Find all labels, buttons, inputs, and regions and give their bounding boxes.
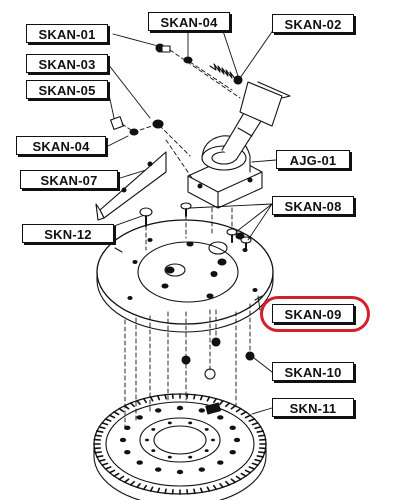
assembly-guide-lines [121, 49, 251, 431]
label-skan-10: SKAN-10 [272, 362, 354, 381]
label-skan-04-left: SKAN-04 [16, 136, 106, 155]
joint-housing-part [187, 81, 291, 209]
nut-skan-05-part [110, 116, 124, 130]
label-skan-05: SKAN-05 [26, 80, 108, 99]
label-skan-03: SKAN-03 [26, 54, 108, 73]
bolt-skan-01-part [155, 43, 171, 53]
nuts-skan-10-part [181, 337, 255, 380]
label-skan-09: SKAN-09 [272, 304, 354, 323]
screws-skan-08-part [180, 202, 252, 251]
label-ajg-01: AJG-01 [276, 150, 350, 169]
label-skn-11: SKN-11 [272, 398, 354, 417]
gear-ring-part [93, 393, 267, 500]
bracket-plate-part [95, 151, 167, 221]
label-skan-08: SKAN-08 [272, 196, 354, 215]
label-skan-01: SKAN-01 [26, 24, 108, 43]
label-skan-02: SKAN-02 [272, 14, 354, 33]
label-skan-07: SKAN-07 [20, 170, 118, 189]
screw-skn-12-part [139, 207, 153, 227]
washer-skan-03-part [152, 119, 164, 129]
label-skan-04-top: SKAN-04 [148, 12, 230, 31]
leader-lines [91, 25, 277, 415]
label-skn-12: SKN-12 [22, 224, 114, 243]
highlight-circle [260, 296, 370, 332]
